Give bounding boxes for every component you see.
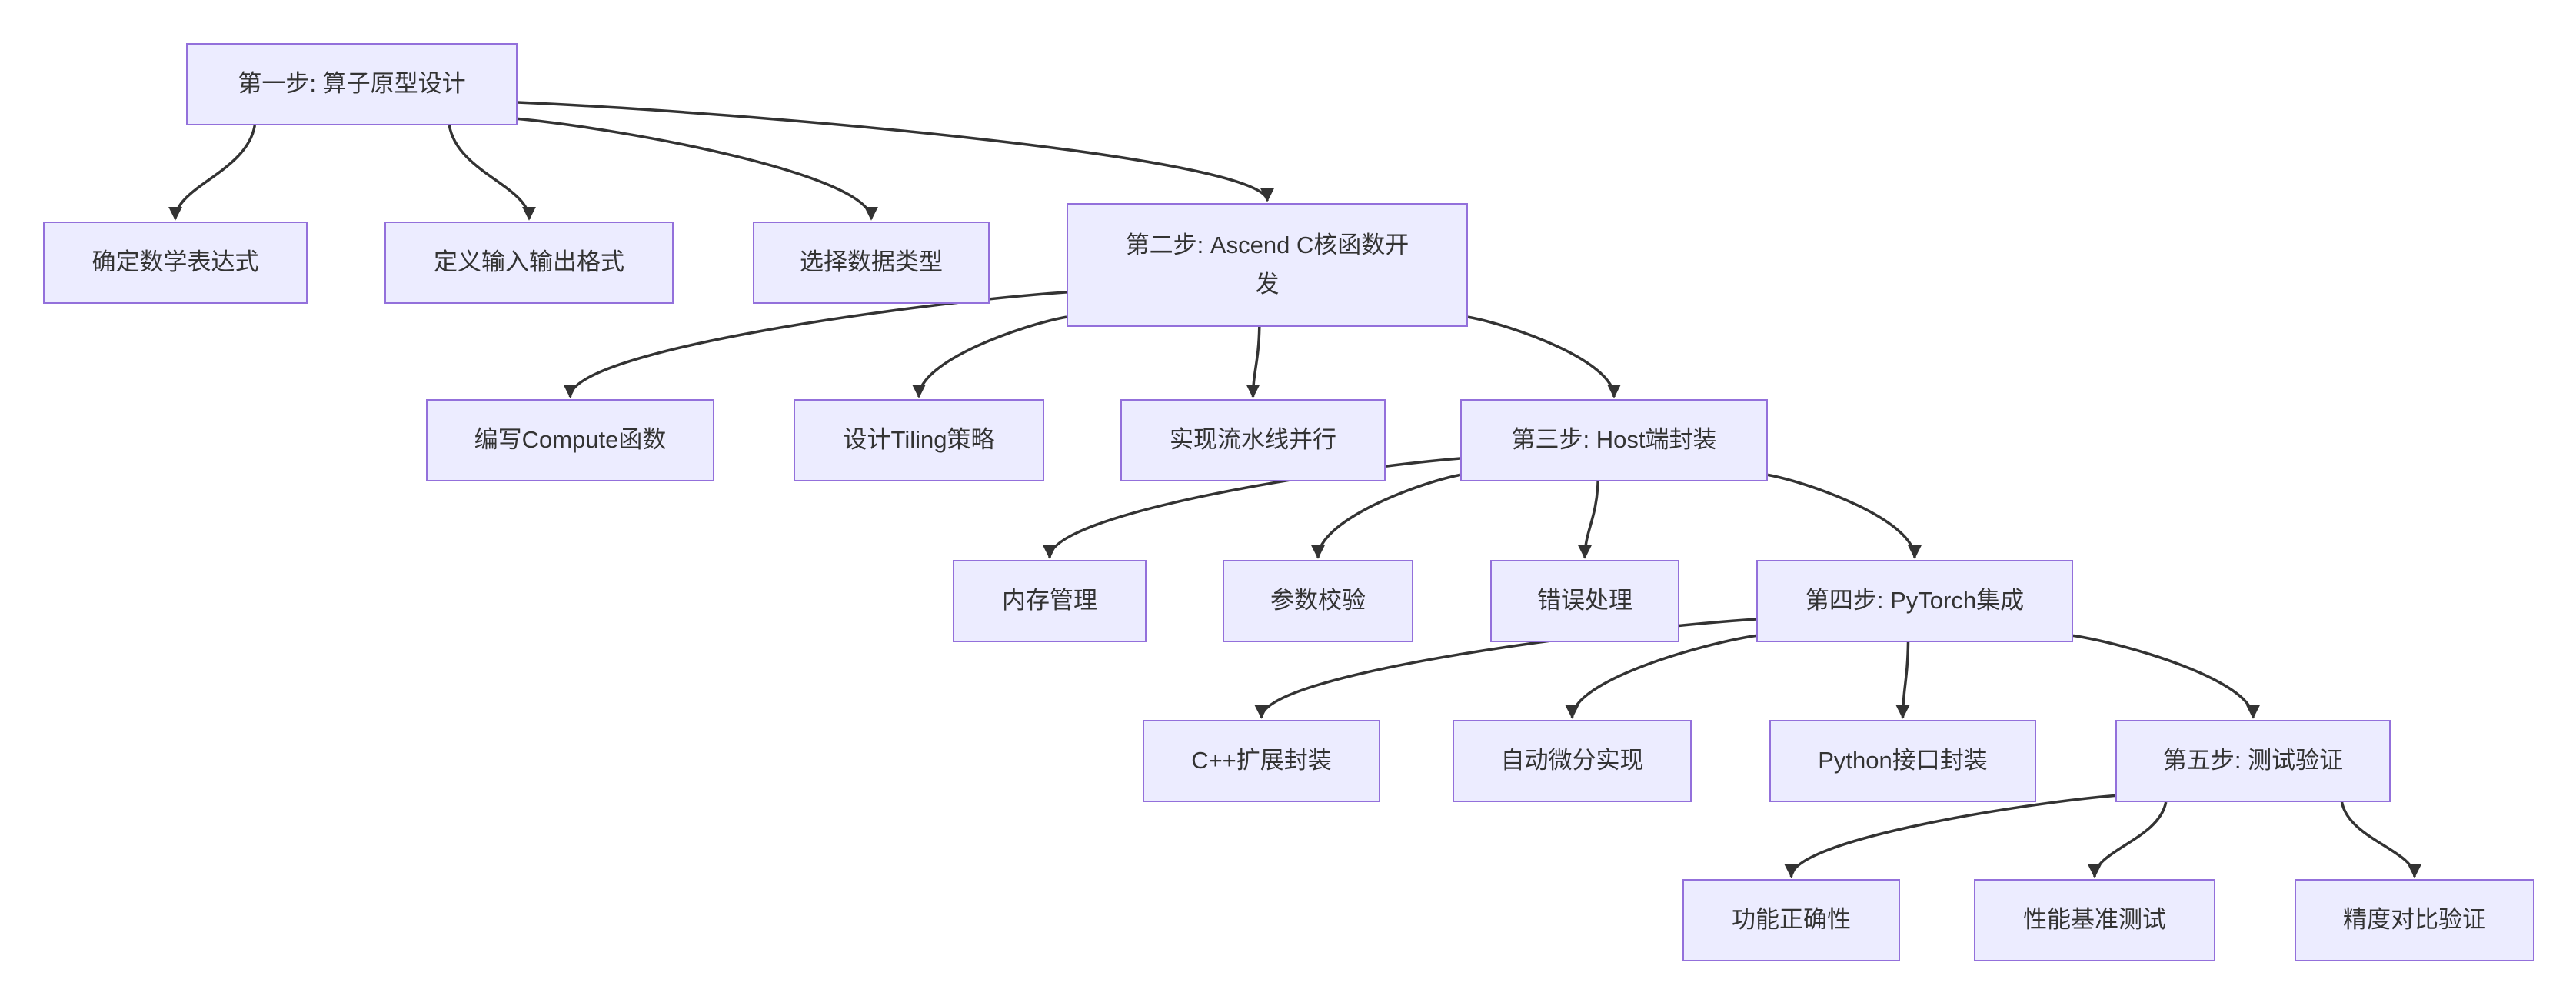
edge-step2-step3 xyxy=(1467,315,1621,398)
node-label: 功能正确性 xyxy=(1732,906,1851,934)
node-step4: 第四步: PyTorch集成 xyxy=(1756,560,2073,642)
edge-step3-error-handling xyxy=(1578,481,1599,559)
node-autograd: 自动微分实现 xyxy=(1453,720,1692,802)
node-label: 第三步: Host端封装 xyxy=(1511,426,1717,454)
edge-step1-step2 xyxy=(517,101,1274,202)
node-step3: 第三步: Host端封装 xyxy=(1460,399,1768,481)
edge-step5-benchmark xyxy=(2088,801,2168,878)
edge-step2-tiling xyxy=(912,315,1067,398)
edge-step1-io-format xyxy=(448,125,536,221)
edge-step5-correctness xyxy=(1784,794,2116,878)
edge-step2-pipeline xyxy=(1246,326,1261,398)
node-io-format: 定义输入输出格式 xyxy=(384,222,674,304)
node-label: 错误处理 xyxy=(1537,587,1632,615)
node-pipeline: 实现流水线并行 xyxy=(1120,399,1386,481)
node-label: 性能基准测试 xyxy=(2023,906,2166,934)
node-label: 第五步: 测试验证 xyxy=(2162,747,2344,774)
node-step1: 第一步: 算子原型设计 xyxy=(186,43,518,125)
node-label: 精度对比验证 xyxy=(2343,906,2486,934)
node-label: 选择数据类型 xyxy=(800,248,943,276)
node-label: 参数校验 xyxy=(1270,587,1366,615)
edge-step3-param-check xyxy=(1311,473,1461,559)
node-python-api: Python接口封装 xyxy=(1769,720,2036,802)
node-label: 实现流水线并行 xyxy=(1170,426,1336,454)
node-label: 设计Tiling策略 xyxy=(843,426,995,454)
node-label: 确定数学表达式 xyxy=(92,248,259,276)
node-data-type: 选择数据类型 xyxy=(753,222,990,304)
edge-step5-precision xyxy=(2340,801,2421,878)
node-tiling: 设计Tiling策略 xyxy=(794,399,1044,481)
edge-step2-compute-func xyxy=(563,291,1067,398)
edge-step1-math-expression xyxy=(168,125,257,221)
node-benchmark: 性能基准测试 xyxy=(1974,879,2215,961)
node-param-check: 参数校验 xyxy=(1223,560,1413,642)
node-label: 编写Compute函数 xyxy=(474,426,667,454)
node-step5: 第五步: 测试验证 xyxy=(2115,720,2391,802)
node-step2: 第二步: Ascend C核函数开 发 xyxy=(1067,203,1468,327)
node-label: Python接口封装 xyxy=(1818,747,1988,774)
edge-step1-data-type xyxy=(517,117,878,221)
edge-step4-autograd xyxy=(1565,634,1757,719)
node-label: 自动微分实现 xyxy=(1500,747,1644,774)
node-label: 第四步: PyTorch集成 xyxy=(1805,587,2025,615)
node-label: 第二步: Ascend C核函数开 发 xyxy=(1125,232,1409,298)
node-math-expression: 确定数学表达式 xyxy=(43,222,308,304)
node-cpp-extension: C++扩展封装 xyxy=(1143,720,1380,802)
node-compute-func: 编写Compute函数 xyxy=(426,399,714,481)
node-label: C++扩展封装 xyxy=(1191,747,1332,774)
edge-step4-cpp-extension xyxy=(1254,618,1757,719)
node-label: 内存管理 xyxy=(1002,587,1097,615)
edge-step4-python-api xyxy=(1895,641,1910,719)
node-error-handling: 错误处理 xyxy=(1490,560,1679,642)
node-label: 定义输入输出格式 xyxy=(434,248,624,276)
edge-step3-step4 xyxy=(1767,473,1922,559)
node-label: 第一步: 算子原型设计 xyxy=(238,70,466,98)
edge-step4-step5 xyxy=(2072,634,2260,719)
node-correctness: 功能正确性 xyxy=(1682,879,1900,961)
edge-step3-memory xyxy=(1043,457,1461,559)
node-memory: 内存管理 xyxy=(953,560,1147,642)
node-precision: 精度对比验证 xyxy=(2295,879,2534,961)
